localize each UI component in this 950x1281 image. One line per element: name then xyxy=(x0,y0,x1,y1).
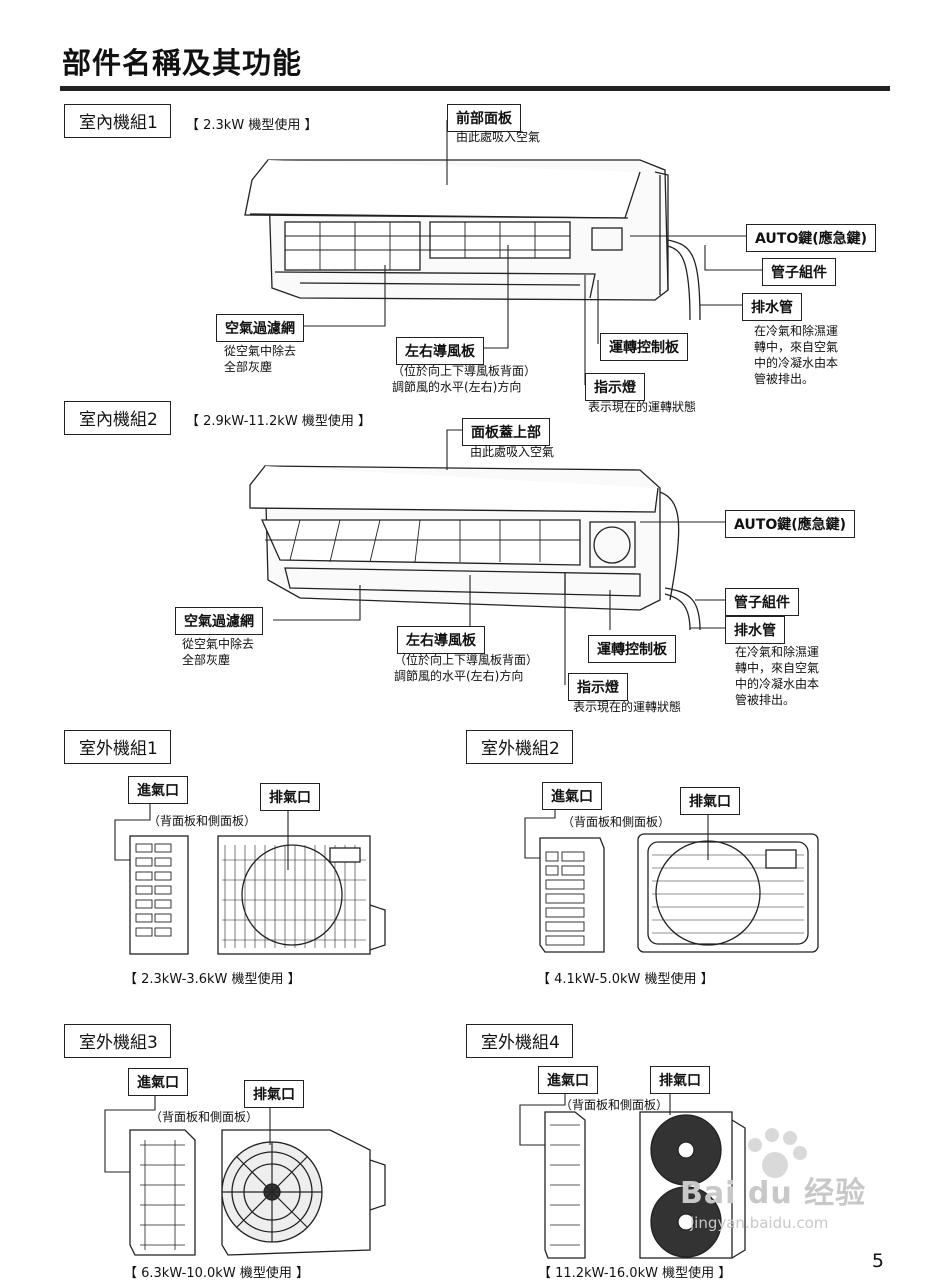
air-filter-label-2: 空氣過濾網 xyxy=(175,607,263,635)
inlet-label-3: 進氣口 xyxy=(128,1068,188,1096)
page-title: 部件名稱及其功能 xyxy=(62,46,303,80)
watermark-paw xyxy=(748,1128,807,1178)
pipe-assembly-label-1: 管子組件 xyxy=(762,258,836,286)
pipe-assembly-label-2: 管子組件 xyxy=(725,588,799,616)
inlet-note-2: （背面板和側面板） xyxy=(562,815,671,829)
indicator-desc-1: 表示現在的運轉狀態 xyxy=(588,400,697,414)
louver-desc-1: （位於向上下導風板背面） 調節風的水平(左右)方向 xyxy=(392,364,537,394)
inlet-label-4: 進氣口 xyxy=(538,1066,598,1094)
indoor-unit-1-spec: 【 2.3kW 機型使用 】 xyxy=(186,118,318,133)
front-panel-label: 前部面板 xyxy=(447,104,521,132)
drain-pipe-desc-2: 在冷氣和除濕運 轉中，來自空氣 中的冷凝水由本 管被排出。 xyxy=(735,645,820,707)
drain-pipe-label-1: 排水管 xyxy=(742,293,802,321)
louver-label-2: 左右導風板 xyxy=(397,626,485,654)
outdoor-unit-3-spec: 【 6.3kW-10.0kW 機型使用 】 xyxy=(124,1266,309,1281)
outdoor-unit-1-drawing xyxy=(129,835,386,955)
air-filter-desc-1: 從空氣中除去 全部灰塵 xyxy=(224,344,297,374)
inlet-note-1: （背面板和側面板） xyxy=(148,814,257,828)
page-number: 5 xyxy=(871,1250,884,1272)
outdoor-unit-4-drawing xyxy=(544,1111,746,1259)
outlet-label-1: 排氣口 xyxy=(260,783,320,811)
indoor-unit-1-label: 室內機組1 xyxy=(64,104,171,138)
louver-desc-2: （位於向上下導風板背面） 調節風的水平(左右)方向 xyxy=(394,653,539,683)
indicator-label-1: 指示燈 xyxy=(585,373,645,401)
indoor-unit-2-drawing xyxy=(249,465,701,631)
watermark-url: jingyan.baidu.com xyxy=(690,1214,829,1232)
indoor-unit-2-spec: 【 2.9kW-11.2kW 機型使用 】 xyxy=(186,414,371,429)
panel-cover-label: 面板蓋上部 xyxy=(462,418,550,446)
air-filter-desc-2: 從空氣中除去 全部灰塵 xyxy=(182,637,255,667)
title-rule xyxy=(60,86,890,91)
auto-key-label-2: AUTO鍵(應急鍵) xyxy=(725,510,856,538)
drain-pipe-desc-1: 在冷氣和除濕運 轉中，來自空氣 中的冷凝水由本 管被排出。 xyxy=(754,324,839,386)
outdoor-unit-4-spec: 【 11.2kW-16.0kW 機型使用 】 xyxy=(538,1266,732,1281)
outlet-label-3: 排氣口 xyxy=(244,1080,304,1108)
auto-key-label-1: AUTO鍵(應急鍵) xyxy=(746,224,877,252)
control-panel-label-1: 運轉控制板 xyxy=(600,333,688,361)
outdoor-unit-2-spec: 【 4.1kW-5.0kW 機型使用 】 xyxy=(537,972,714,987)
indicator-desc-2: 表示現在的運轉狀態 xyxy=(573,700,682,714)
outdoor-unit-2-drawing xyxy=(539,833,819,953)
indoor-unit-1-drawing xyxy=(244,159,701,321)
outdoor-unit-3-label: 室外機組3 xyxy=(64,1024,171,1058)
outdoor-unit-1-spec: 【 2.3kW-3.6kW 機型使用 】 xyxy=(124,972,301,987)
front-panel-desc: 由此處吸入空氣 xyxy=(456,130,541,144)
inlet-label-2: 進氣口 xyxy=(542,782,602,810)
drain-pipe-label-2: 排水管 xyxy=(725,616,785,644)
outdoor-unit-3-drawing xyxy=(129,1129,386,1256)
panel-cover-desc: 由此處吸入空氣 xyxy=(470,445,555,459)
louver-label-1: 左右導風板 xyxy=(396,337,484,365)
indoor-unit-2-label: 室內機組2 xyxy=(64,401,171,435)
inlet-note-3: （背面板和側面板） xyxy=(150,1110,259,1124)
outdoor-unit-4-label: 室外機組4 xyxy=(466,1024,573,1058)
watermark-brand: Bai du 经验 xyxy=(680,1176,867,1211)
indicator-label-2: 指示燈 xyxy=(568,673,628,701)
outlet-label-2: 排氣口 xyxy=(680,787,740,815)
inlet-note-4: （背面板和側面板） xyxy=(560,1098,669,1112)
inlet-label-1: 進氣口 xyxy=(128,776,188,804)
control-panel-label-2: 運轉控制板 xyxy=(588,635,676,663)
outlet-label-4: 排氣口 xyxy=(650,1066,710,1094)
outdoor-unit-1-label: 室外機組1 xyxy=(64,730,171,764)
outdoor-unit-2-label: 室外機組2 xyxy=(466,730,573,764)
air-filter-label-1: 空氣過濾網 xyxy=(216,314,304,342)
